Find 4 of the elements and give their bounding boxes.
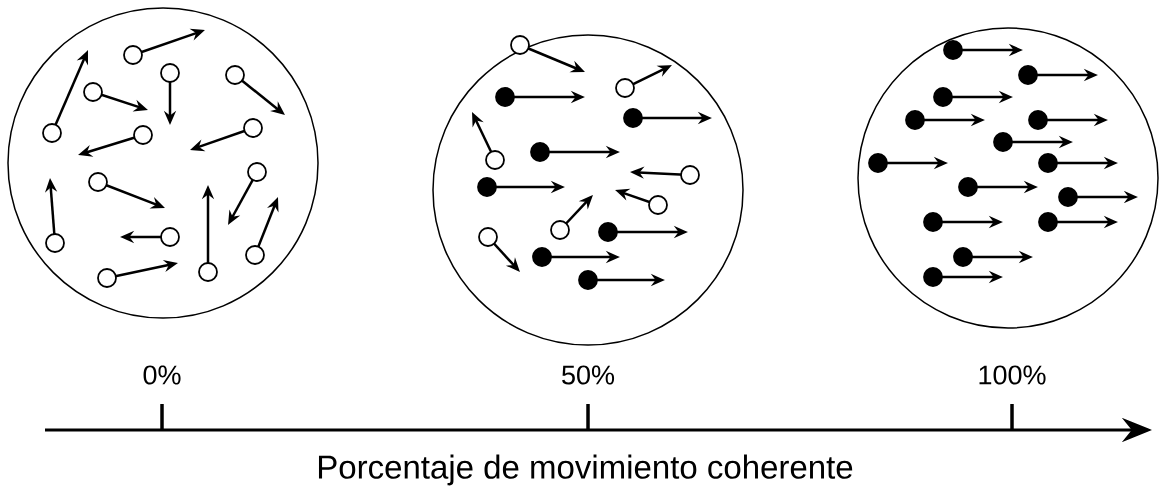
percent-label: 0% <box>143 365 181 385</box>
percent-label: 50% <box>562 365 615 385</box>
percent-label: 100% <box>979 365 1046 385</box>
axis-title: Porcentaje de movimiento coherente <box>319 454 853 486</box>
